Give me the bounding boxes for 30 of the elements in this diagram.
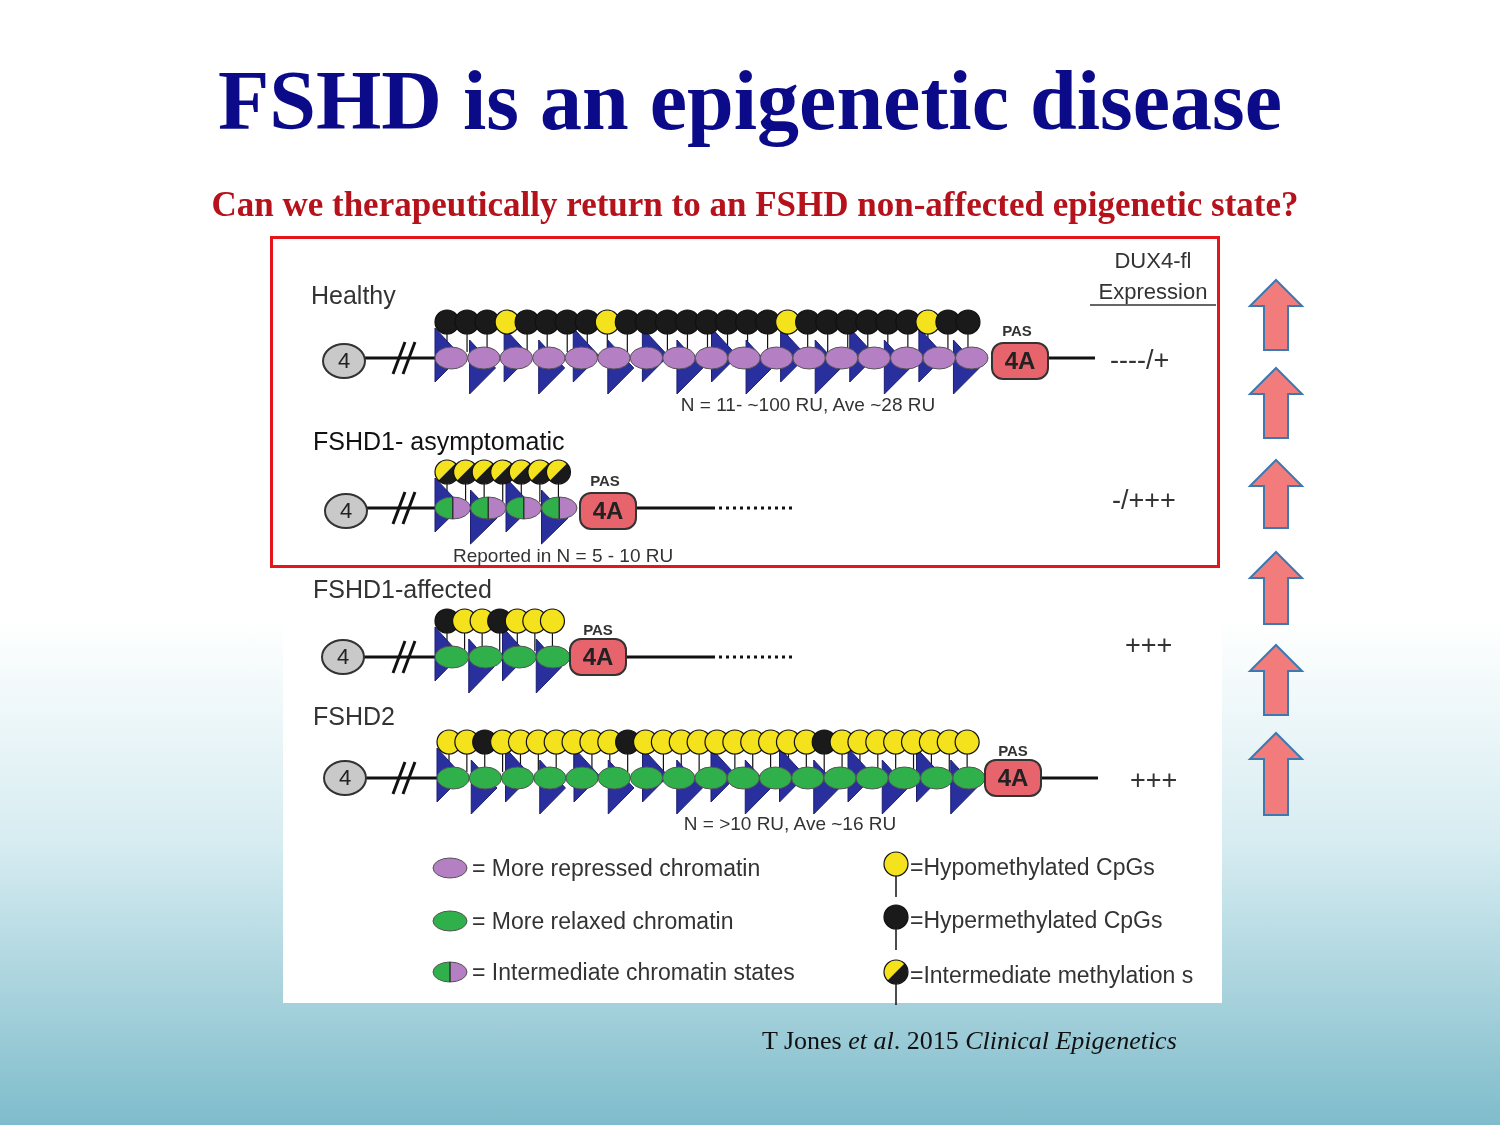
subtitle: Can we therapeutically return to an FSHD non-affected epigenetic state? xyxy=(210,185,1300,225)
site-label: PAS xyxy=(997,741,1029,759)
citation: T Jones et al. 2015 Clinical Epigenetics xyxy=(762,1026,1177,1056)
repeat-count: Reported in N = 5 - 10 RU xyxy=(453,545,674,567)
allele-box: 4A xyxy=(984,759,1042,797)
row-label: FSHD1-affected xyxy=(313,574,492,604)
expression-level: -/+++ xyxy=(1112,484,1176,516)
site-label: PAS xyxy=(582,620,614,638)
row-label: FSHD1- asymptomatic xyxy=(313,426,565,456)
row-label: Healthy xyxy=(311,280,396,310)
highlight-frame xyxy=(270,236,1220,568)
legend-text: = More relaxed chromatin xyxy=(472,907,734,935)
expression-level: ----/+ xyxy=(1110,344,1170,376)
legend-text: = Intermediate chromatin states xyxy=(472,958,795,986)
repeat-count: N = 11- ~100 RU, Ave ~28 RU xyxy=(679,394,937,416)
expression-level: +++ xyxy=(1130,764,1178,796)
allele-box: 4A xyxy=(991,342,1049,380)
repeat-count: N = >10 RU, Ave ~16 RU xyxy=(682,813,898,835)
site-label: PAS xyxy=(1001,321,1033,339)
expression-level: +++ xyxy=(1125,629,1173,661)
column-heading: DUX4-fl Expression xyxy=(1097,247,1209,306)
legend-text: =Hypomethylated CpGs xyxy=(910,853,1155,881)
slide-title: FSHD is an epigenetic disease xyxy=(217,52,1283,149)
legend-text: =Hypermethylated CpGs xyxy=(910,906,1163,934)
row-label: FSHD2 xyxy=(313,701,395,731)
legend-text: =Intermediate methylation s xyxy=(910,961,1194,989)
allele-box: 4A xyxy=(569,638,627,676)
allele-box: 4A xyxy=(579,492,637,530)
site-label: PAS xyxy=(589,471,621,489)
legend-text: = More repressed chromatin xyxy=(472,854,761,882)
